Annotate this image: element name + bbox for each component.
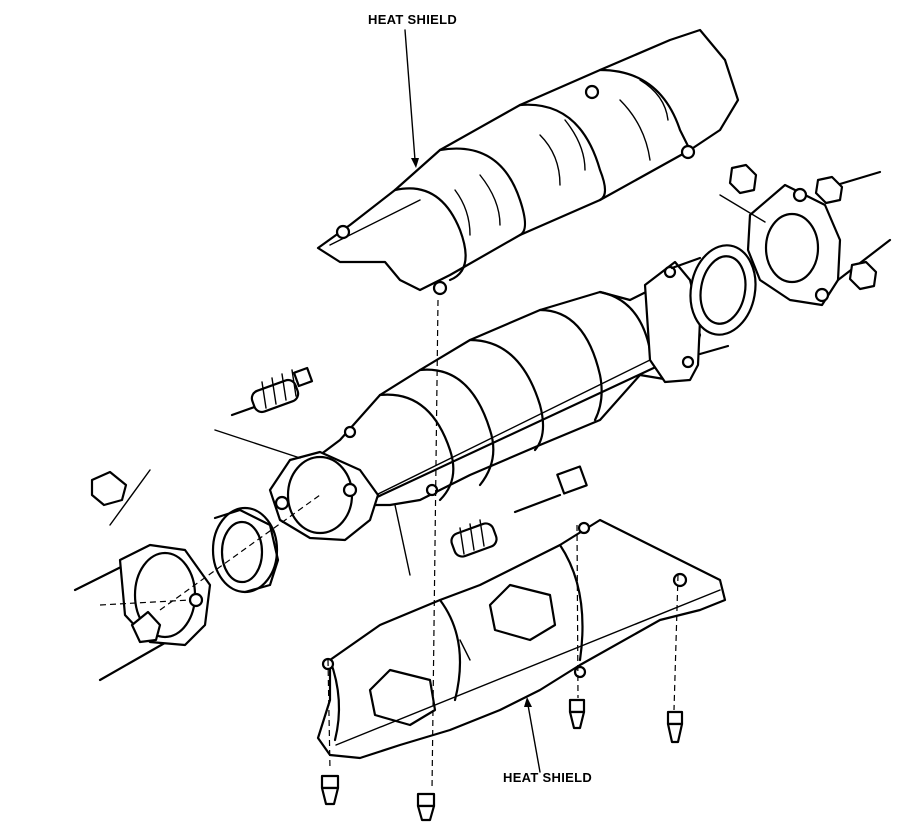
inlet-gasket-ring	[213, 508, 278, 592]
leader-line-top	[405, 30, 415, 160]
heat-shield-label-top: HEAT SHIELD	[368, 12, 458, 27]
front-pipe	[75, 470, 210, 680]
bolt-icon	[668, 712, 682, 724]
spring-bolt-upper	[215, 368, 312, 458]
bolt-icon	[570, 700, 584, 712]
nut-icon	[730, 165, 756, 193]
leader-line-bottom	[528, 705, 540, 772]
heat-shield-label-bottom: HEAT SHIELD	[503, 770, 593, 785]
shield-bolts	[322, 700, 682, 820]
outlet-studs	[672, 258, 728, 354]
alignment-lines	[160, 300, 678, 790]
upper-heat-shield	[318, 30, 738, 294]
rear-pipe-flange	[720, 165, 890, 305]
outlet-gasket	[684, 240, 763, 340]
spring-bolt-lower	[395, 466, 587, 575]
nut-icon	[132, 612, 160, 642]
bolt-icon	[322, 776, 338, 788]
catalytic-converter	[270, 262, 700, 540]
nut-icon	[850, 262, 876, 289]
nut-icon	[92, 472, 126, 505]
lower-heat-shield	[318, 520, 725, 758]
bolt-icon	[418, 794, 434, 806]
nut-icon	[816, 177, 842, 203]
